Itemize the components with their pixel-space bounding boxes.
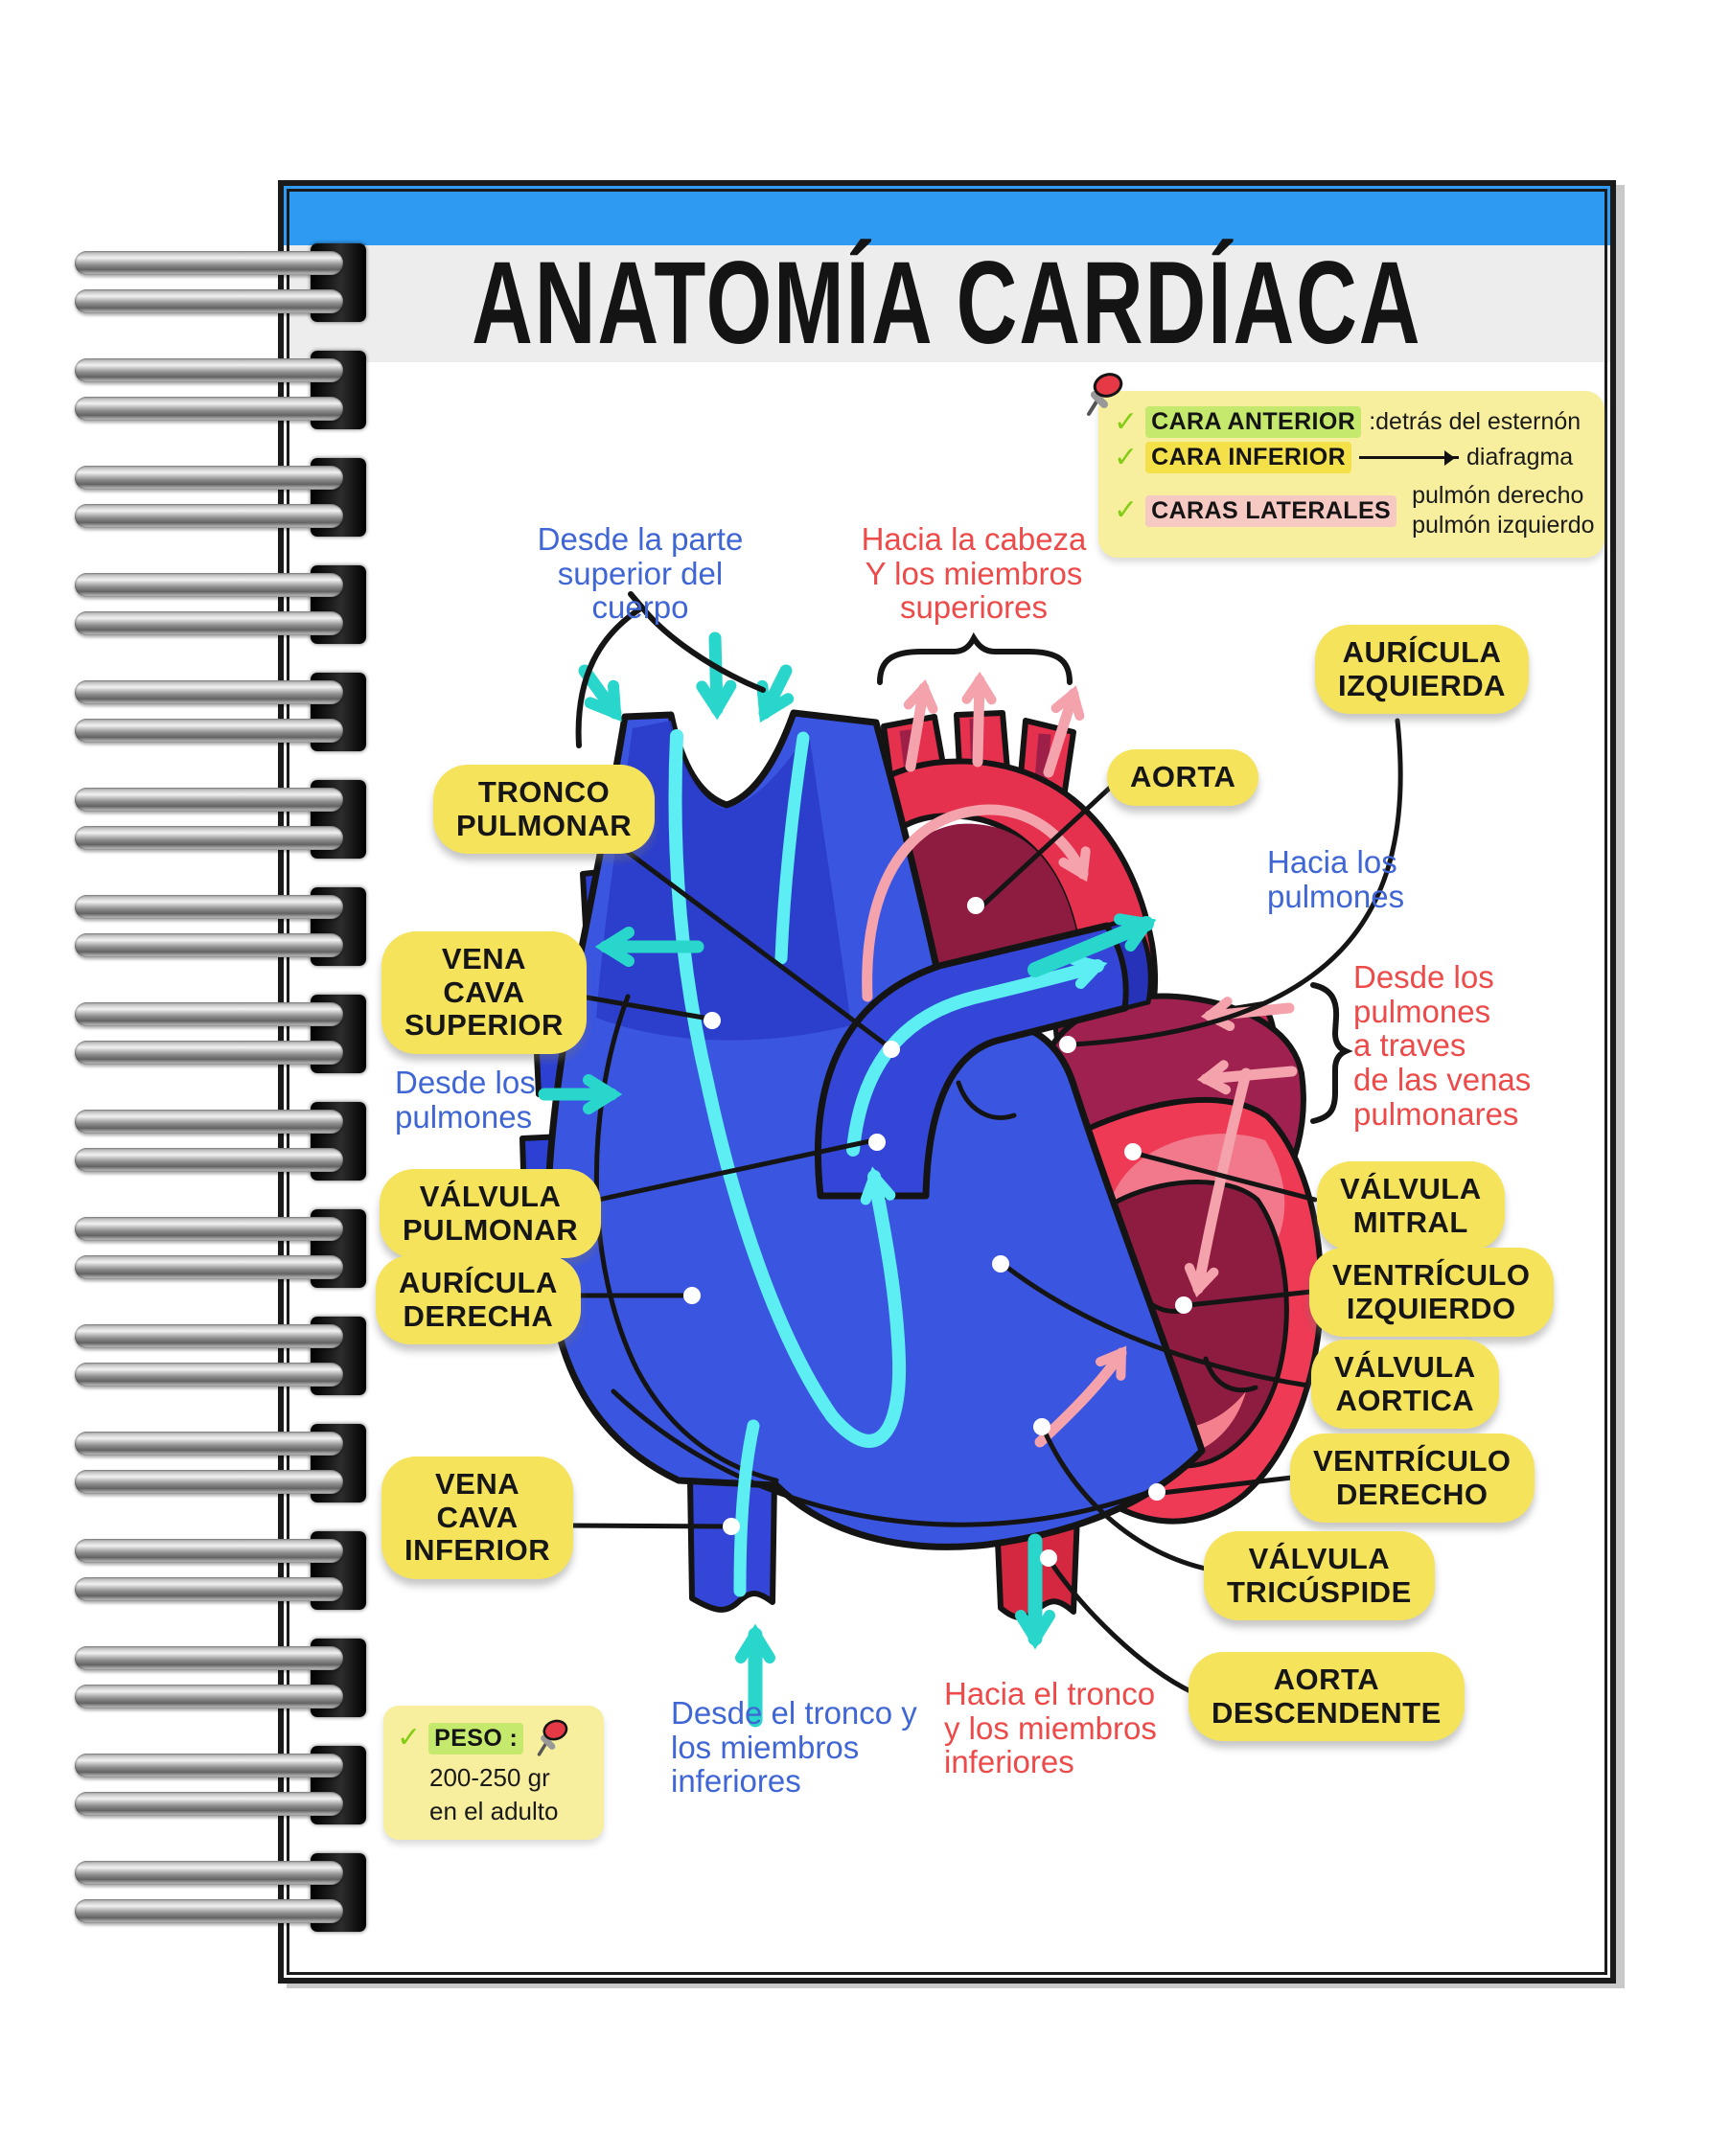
legend-term: CARA INFERIOR — [1145, 442, 1352, 473]
label-line: PULMONAR — [403, 1212, 579, 1247]
weight-note: ✓ PESO : 200-250 gr en el adulto — [383, 1706, 604, 1840]
label-line: DERECHO — [1335, 1477, 1489, 1511]
label-aorta: AORTA — [1107, 749, 1259, 806]
label-line: INFERIOR — [404, 1533, 551, 1568]
legend-desc-column: pulmón derecho pulmón izquierdo — [1412, 481, 1594, 541]
check-icon: ✓ — [1114, 405, 1139, 438]
label-line: AORTA — [1273, 1663, 1380, 1696]
pushpin-icon — [1087, 373, 1123, 416]
weight-scope: en el adulto — [429, 1797, 559, 1825]
label-ventriculo-izquierdo: VENTRÍCULO IZQUIERDO — [1309, 1248, 1554, 1338]
page-title: ANATOMÍA CARDÍACA — [472, 237, 1422, 369]
check-icon: ✓ — [1114, 441, 1139, 473]
label-line: VÁLVULA — [1248, 1542, 1391, 1575]
title-strip: ANATOMÍA CARDÍACA — [284, 238, 1610, 369]
flow-label-hacia-cabeza: Hacia la cabeza Y los miembros superiore… — [861, 521, 1087, 626]
legend-desc: diafragma — [1466, 444, 1574, 470]
label-line: IZQUIERDO — [1346, 1291, 1516, 1325]
label-auricula-izquierda: AURÍCULA IZQUIERDA — [1315, 625, 1529, 715]
label-line: AURÍCULA — [1342, 635, 1502, 669]
legend-row-cara-anterior: ✓ CARA ANTERIOR :detrás del esternón — [1114, 406, 1591, 438]
legend-term: CARA ANTERIOR — [1145, 406, 1362, 438]
label-line: AORTA — [1130, 760, 1236, 793]
label-line: VENA — [441, 942, 527, 975]
cardiac-faces-note: ✓ CARA ANTERIOR :detrás del esternón ✓ C… — [1087, 373, 1604, 558]
label-tronco-pulmonar: TRONCO PULMONAR — [433, 765, 656, 855]
flow-label-hacia-tronco: Hacia el tronco y los miembros inferiore… — [944, 1676, 1157, 1780]
label-line: VENTRÍCULO — [1332, 1258, 1531, 1292]
legend-desc: pulmón izquierdo — [1412, 512, 1595, 539]
legend-term: CARAS LATERALES — [1145, 494, 1397, 527]
label-line: VENTRÍCULO — [1313, 1444, 1512, 1478]
check-icon: ✓ — [397, 1722, 422, 1754]
label-line: CAVA — [443, 975, 525, 1009]
arrow-right-icon — [1359, 450, 1460, 466]
label-line: CAVA — [436, 1500, 519, 1534]
label-line: AURÍCULA — [399, 1266, 558, 1299]
flow-label-hacia-pulmones: Hacia los pulmones — [1267, 844, 1405, 914]
check-icon: ✓ — [1114, 494, 1139, 526]
label-valvula-aortica: VÁLVULA AORTICA — [1311, 1340, 1499, 1430]
label-vena-cava-superior: VENA CAVA SUPERIOR — [381, 931, 587, 1055]
flow-label-desde-tronco: Desde el tronco y los miembros inferiore… — [671, 1695, 917, 1800]
flow-label-desde-pulmones-left: Desde los pulmones — [395, 1065, 536, 1135]
label-line: MITRAL — [1352, 1204, 1468, 1239]
label-ventriculo-derecho: VENTRÍCULO DERECHO — [1290, 1434, 1535, 1524]
weight-value: 200-250 gr — [429, 1763, 550, 1792]
page-header-bar — [284, 186, 1610, 245]
label-auricula-derecha: AURÍCULA DERECHA — [376, 1255, 581, 1345]
label-valvula-tricuspide: VÁLVULA TRICÚSPIDE — [1204, 1531, 1435, 1621]
label-line: VÁLVULA — [1340, 1172, 1482, 1205]
label-line: TRICÚSPIDE — [1227, 1574, 1412, 1609]
label-line: DERECHA — [403, 1298, 554, 1333]
label-line: SUPERIOR — [404, 1008, 564, 1043]
label-aorta-descendente: AORTA DESCENDENTE — [1189, 1652, 1465, 1742]
legend-desc: :detrás del esternón — [1369, 408, 1581, 435]
label-line: PULMONAR — [456, 808, 633, 842]
label-valvula-mitral: VÁLVULA MITRAL — [1317, 1161, 1505, 1251]
flow-label-desde-parte-superior: Desde la parte superior del cuerpo — [537, 521, 744, 626]
label-line: VÁLVULA — [1334, 1350, 1476, 1384]
pushpin-icon — [538, 1719, 568, 1756]
label-line: IZQUIERDA — [1338, 668, 1506, 702]
label-line: DESCENDENTE — [1212, 1695, 1442, 1730]
label-line: VENA — [434, 1467, 520, 1501]
weight-label: PESO : — [428, 1722, 524, 1755]
label-line: VÁLVULA — [419, 1180, 562, 1213]
label-vena-cava-inferior: VENA CAVA INFERIOR — [381, 1456, 574, 1580]
legend-row-cara-inferior: ✓ CARA INFERIOR diafragma — [1114, 442, 1591, 473]
label-line: AORTICA — [1335, 1383, 1475, 1417]
label-line: TRONCO — [477, 775, 611, 809]
flow-label-desde-pulmones-right: Desde los pulmones a traves de las venas… — [1353, 959, 1532, 1132]
legend-row-caras-laterales: ✓ CARAS LATERALES pulmón derecho pulmón … — [1114, 477, 1595, 544]
label-valvula-pulmonar: VÁLVULA PULMONAR — [380, 1169, 602, 1259]
legend-desc: pulmón derecho — [1412, 481, 1584, 509]
